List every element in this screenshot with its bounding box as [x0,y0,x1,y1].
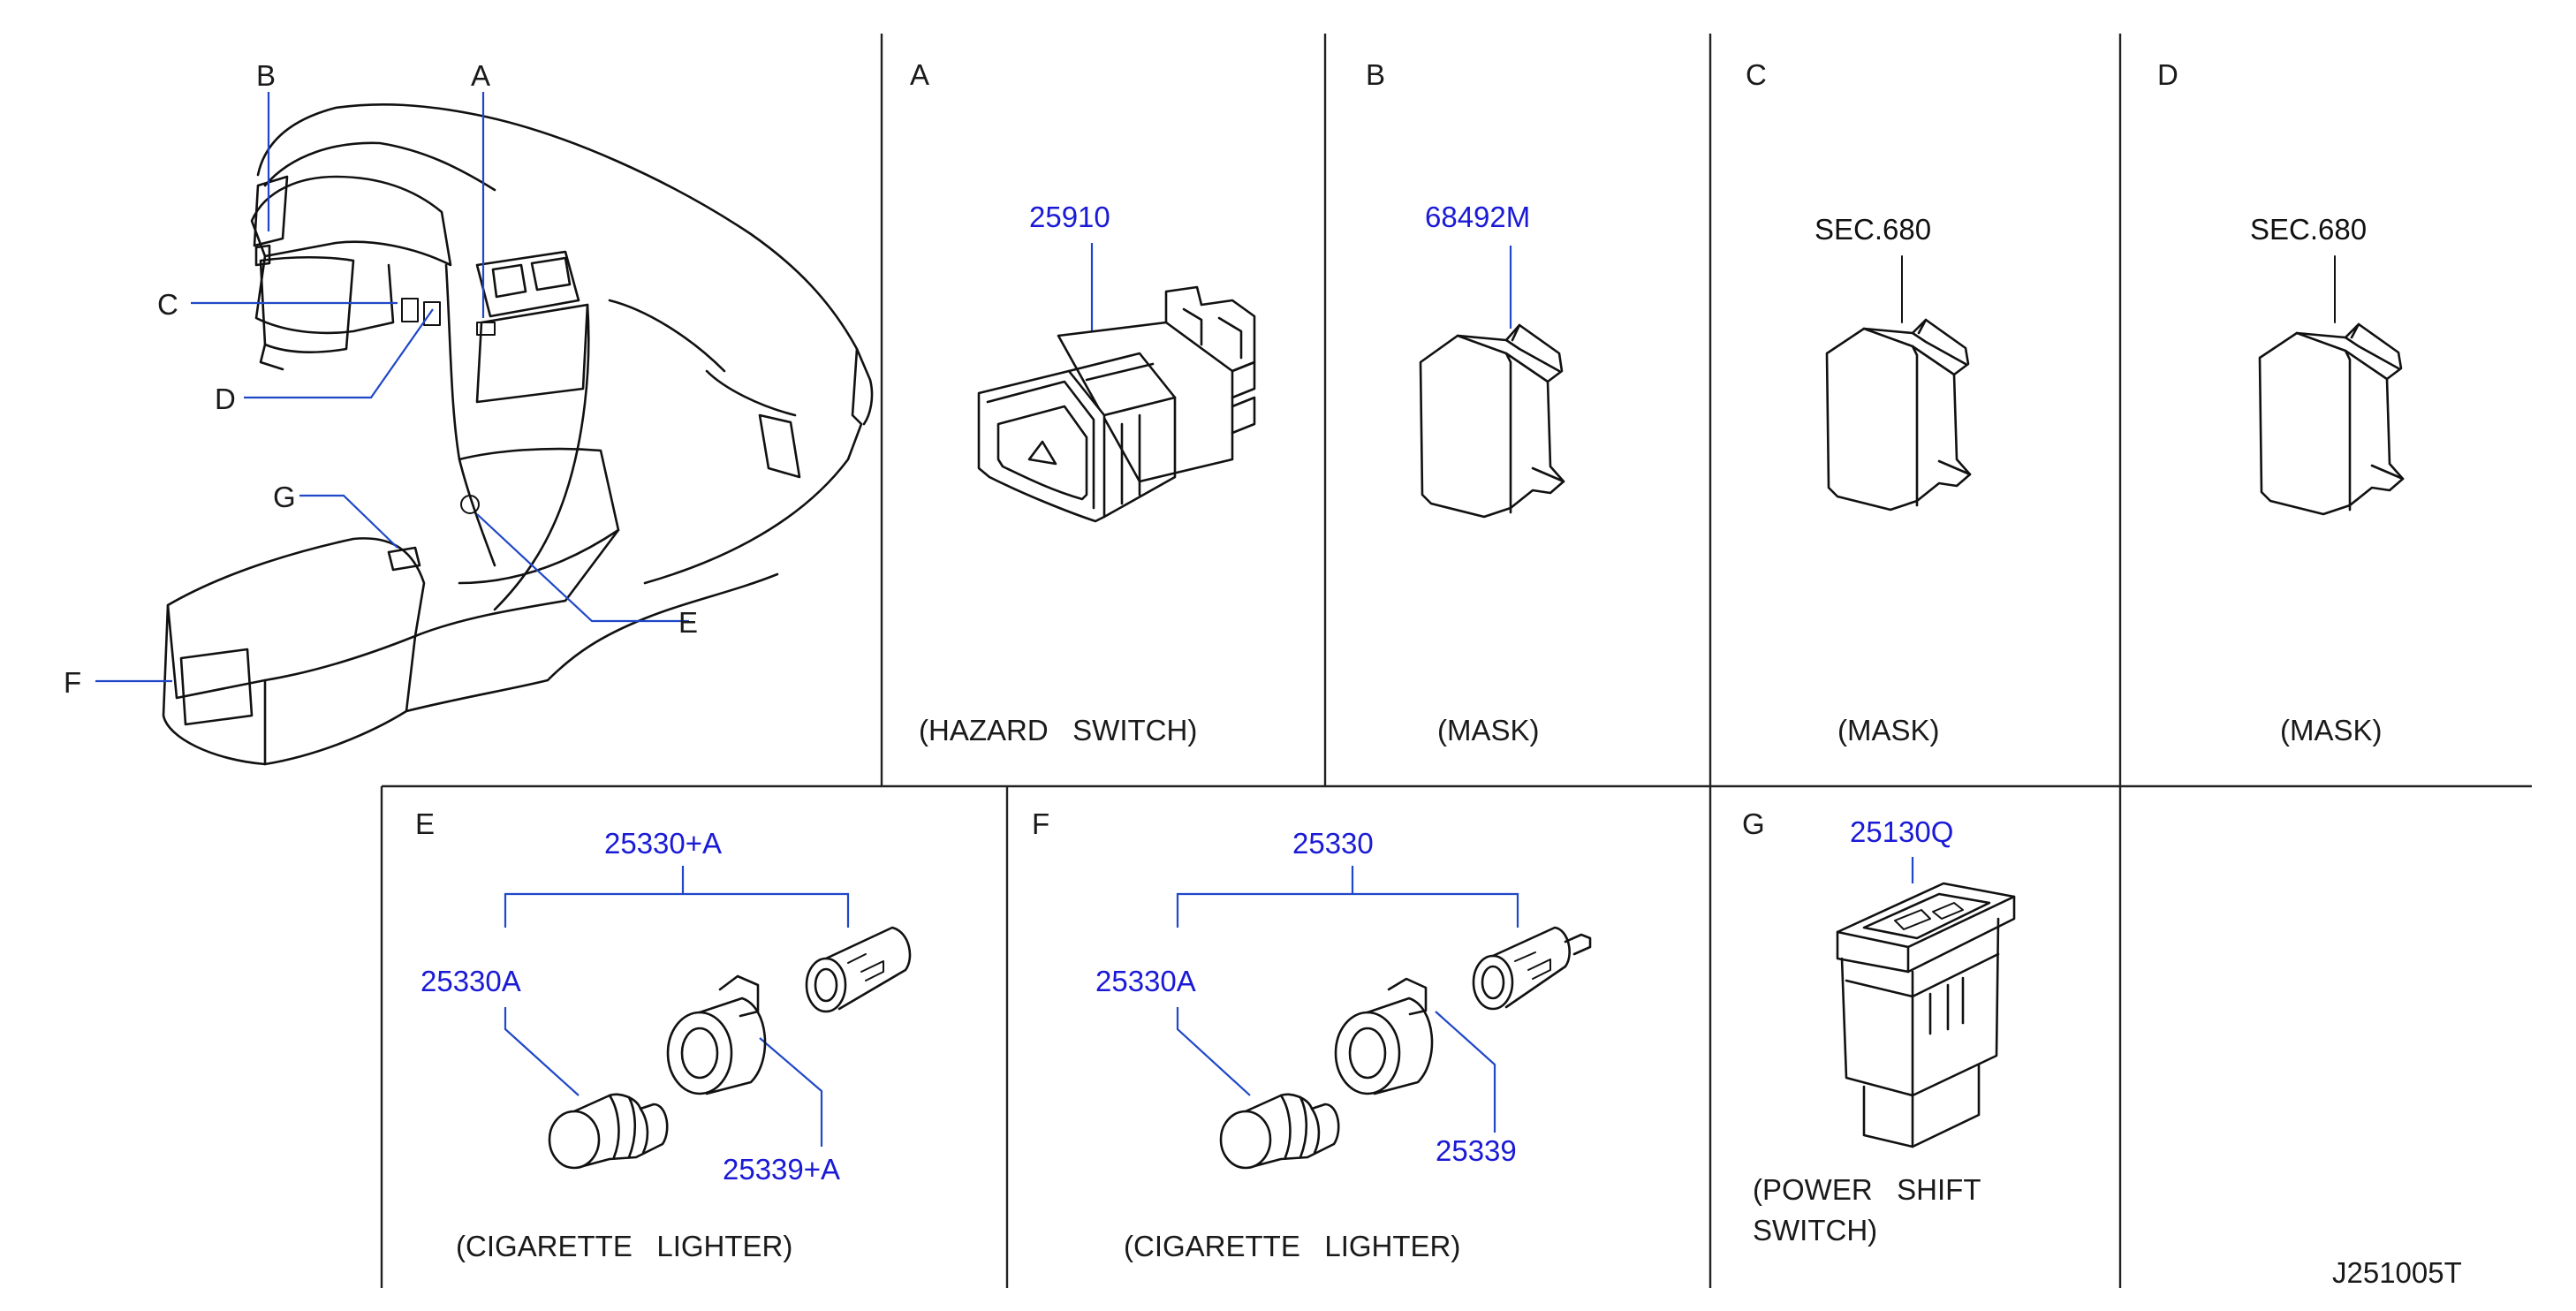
callout-g: G [273,481,296,513]
panel-g-caption-line2: SWITCH) [1753,1214,1877,1247]
mask-b-drawing [1419,323,1565,519]
panel-a-part-number: 25910 [1029,201,1110,233]
panel-g-part-number: 25130Q [1850,815,1953,848]
dashboard-overview: B A C D G E F [64,59,874,766]
panel-a-caption: (HAZARD SWITCH) [919,714,1197,746]
panel-e-caption: (CIGARETTE LIGHTER) [456,1230,792,1262]
lighter-f-drawing [1219,926,1592,1170]
panel-f-assembly: 25330 [1292,827,1374,860]
callout-e: E [678,606,698,639]
panel-b-letter: B [1366,58,1385,91]
overview-leaders [95,92,689,683]
panel-d-ref: SEC.680 [2250,213,2367,246]
panel-a-letter: A [910,58,929,91]
panel-d-caption: (MASK) [2280,714,2383,746]
panel-c-letter: C [1746,58,1767,91]
panel-f: F 25330 25330A 25339 (CIGARETTE L [1032,807,1592,1262]
panel-b-caption: (MASK) [1437,714,1540,746]
panel-c-caption: (MASK) [1837,714,1940,746]
power-shift-switch-drawing [1836,882,2016,1148]
callout-b: B [256,59,276,92]
panel-f-part-a: 25330A [1095,965,1196,997]
callout-c: C [157,288,178,321]
callout-a: A [471,59,490,92]
callout-d: D [215,383,236,415]
lighter-e-drawing [548,926,912,1170]
panel-e-assembly: 25330+A [604,827,722,860]
mask-d-drawing [2258,322,2405,516]
panel-f-caption: (CIGARETTE LIGHTER) [1124,1230,1460,1262]
panel-c: C SEC.680 (MASK) [1746,58,1972,746]
dashboard-outline [162,103,874,766]
callout-f: F [64,666,81,699]
panel-grid [380,34,2532,1288]
panel-d-letter: D [2157,58,2178,91]
panel-c-ref: SEC.680 [1815,213,1931,246]
panel-d: D SEC.680 (MASK) [2157,58,2405,746]
hazard-switch-drawing [977,285,1256,523]
panel-g-letter: G [1742,807,1765,840]
panel-g: G 25130Q (POWER SHIFT SWITCH) [1742,807,2016,1247]
figure-id: J251005T [2332,1256,2462,1289]
panel-b-part-number: 68492M [1425,201,1530,233]
panel-f-letter: F [1032,807,1049,840]
panel-e-part-a: 25330A [420,965,521,997]
panel-a: A 25910 (HAZARD SWITCH) [910,58,1256,746]
panel-b: B 68492M (MASK) [1366,58,1565,746]
panel-e: E 25330+A 25330A 25339+A (CIGARETTE LIGH [415,807,912,1262]
panel-e-letter: E [415,807,435,840]
panel-f-part-b: 25339 [1436,1134,1517,1167]
mask-c-drawing [1825,318,1972,512]
panel-g-caption-line1: (POWER SHIFT [1753,1173,1981,1206]
panel-e-part-b: 25339+A [723,1153,840,1186]
